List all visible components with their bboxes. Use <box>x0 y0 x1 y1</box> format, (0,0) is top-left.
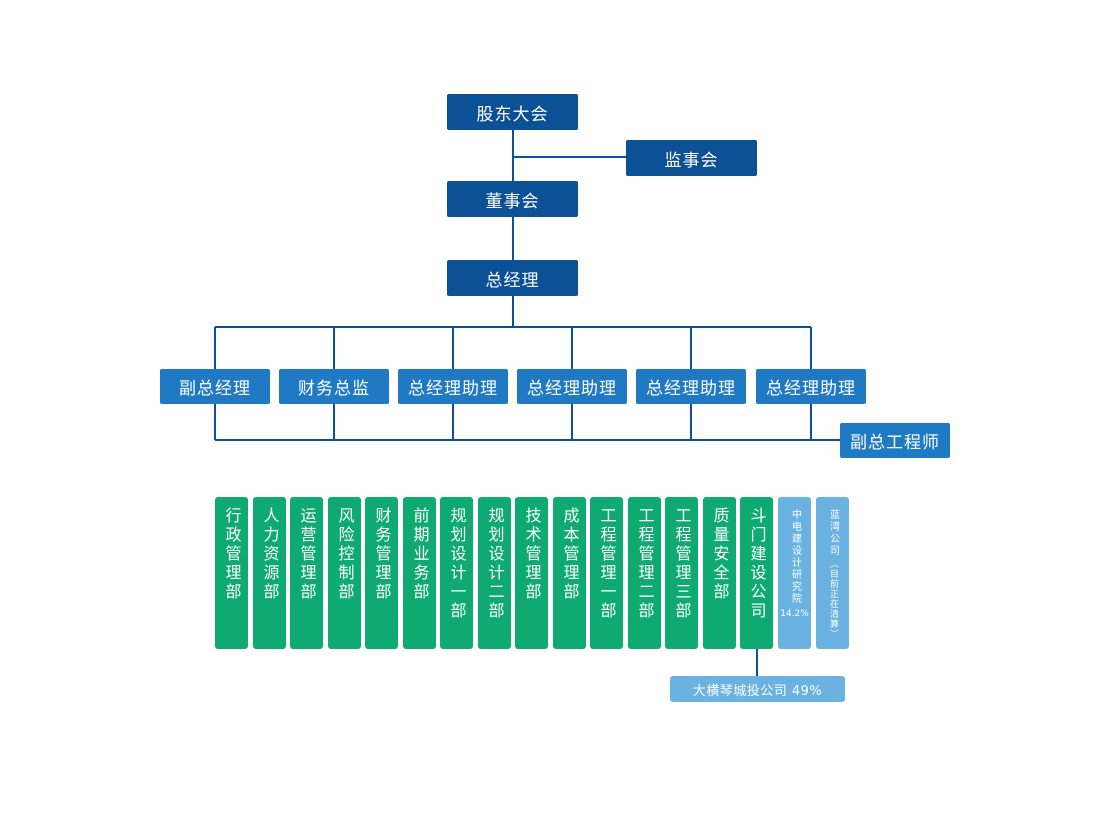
department-label: 风险控制部 <box>335 507 355 602</box>
department-label: 工程管理三部 <box>672 507 692 621</box>
department-label: 规划设计一部 <box>447 507 467 621</box>
department-box-1: 行政管理部 <box>215 497 248 649</box>
department-label: 斗门建设公司 <box>747 507 767 621</box>
department-box-6: 前期业务部 <box>403 497 436 649</box>
deputy-label: 总经理助理 <box>646 379 736 399</box>
department-box-15: 斗门建设公司 <box>740 497 773 649</box>
affiliate-note: （目前正在清算） <box>828 559 838 639</box>
department-label: 质量安全部 <box>710 507 730 602</box>
general-manager-box: 总经理 <box>447 260 578 296</box>
department-box-12: 工程管理二部 <box>628 497 661 649</box>
chief-engineer-label: 副总工程师 <box>850 433 940 453</box>
affiliate-box-1: 中电建设计研究院 14.2% <box>778 497 811 649</box>
deputy-label: 总经理助理 <box>408 379 498 399</box>
department-box-8: 规划设计二部 <box>478 497 511 649</box>
board-of-directors-box: 董事会 <box>447 181 578 217</box>
supervisory-board-label: 监事会 <box>664 150 719 171</box>
shareholders-meeting-label: 股东大会 <box>476 104 549 125</box>
department-label: 运营管理部 <box>297 507 317 602</box>
department-box-10: 成本管理部 <box>553 497 586 649</box>
department-box-3: 运营管理部 <box>290 497 323 649</box>
deputy-box-6: 总经理助理 <box>756 369 866 404</box>
deputy-box-5: 总经理助理 <box>636 369 746 404</box>
department-box-5: 财务管理部 <box>365 497 398 649</box>
department-box-14: 质量安全部 <box>703 497 736 649</box>
department-label: 行政管理部 <box>222 507 242 602</box>
department-label: 规划设计二部 <box>485 507 505 621</box>
deputy-label: 总经理助理 <box>527 379 617 399</box>
affiliate-name: 中电建设计研究院 <box>789 509 801 605</box>
department-box-4: 风险控制部 <box>328 497 361 649</box>
shareholders-meeting-box: 股东大会 <box>447 94 578 130</box>
deputy-box-3: 总经理助理 <box>398 369 508 404</box>
supervisory-board-box: 监事会 <box>626 140 757 176</box>
subsidiary-label: 大横琴城投公司 49% <box>692 683 823 699</box>
department-box-2: 人力资源部 <box>253 497 286 649</box>
department-label: 前期业务部 <box>410 507 430 602</box>
affiliate-share: 14.2% <box>780 609 809 619</box>
deputy-box-4: 总经理助理 <box>517 369 627 404</box>
subsidiary-box: 大横琴城投公司 49% <box>670 676 845 702</box>
department-label: 财务管理部 <box>372 507 392 602</box>
deputy-label: 副总经理 <box>179 379 251 399</box>
department-box-9: 技术管理部 <box>515 497 548 649</box>
department-label: 工程管理一部 <box>597 507 617 621</box>
department-box-13: 工程管理三部 <box>665 497 698 649</box>
department-label: 技术管理部 <box>522 507 542 602</box>
department-box-11: 工程管理一部 <box>590 497 623 649</box>
deputy-box-2: 财务总监 <box>279 369 389 404</box>
board-of-directors-label: 董事会 <box>485 191 540 212</box>
department-box-7: 规划设计一部 <box>440 497 473 649</box>
deputy-box-1: 副总经理 <box>160 369 270 404</box>
department-label: 工程管理二部 <box>635 507 655 621</box>
deputy-label: 总经理助理 <box>766 379 856 399</box>
chief-engineer-box: 副总工程师 <box>840 423 950 458</box>
general-manager-label: 总经理 <box>485 270 540 291</box>
department-label: 人力资源部 <box>260 507 280 602</box>
affiliate-name: 蓝湾公司 <box>827 509 839 557</box>
affiliate-box-2: 蓝湾公司 （目前正在清算） <box>816 497 849 649</box>
deputy-label: 财务总监 <box>298 379 370 399</box>
department-label: 成本管理部 <box>560 507 580 602</box>
